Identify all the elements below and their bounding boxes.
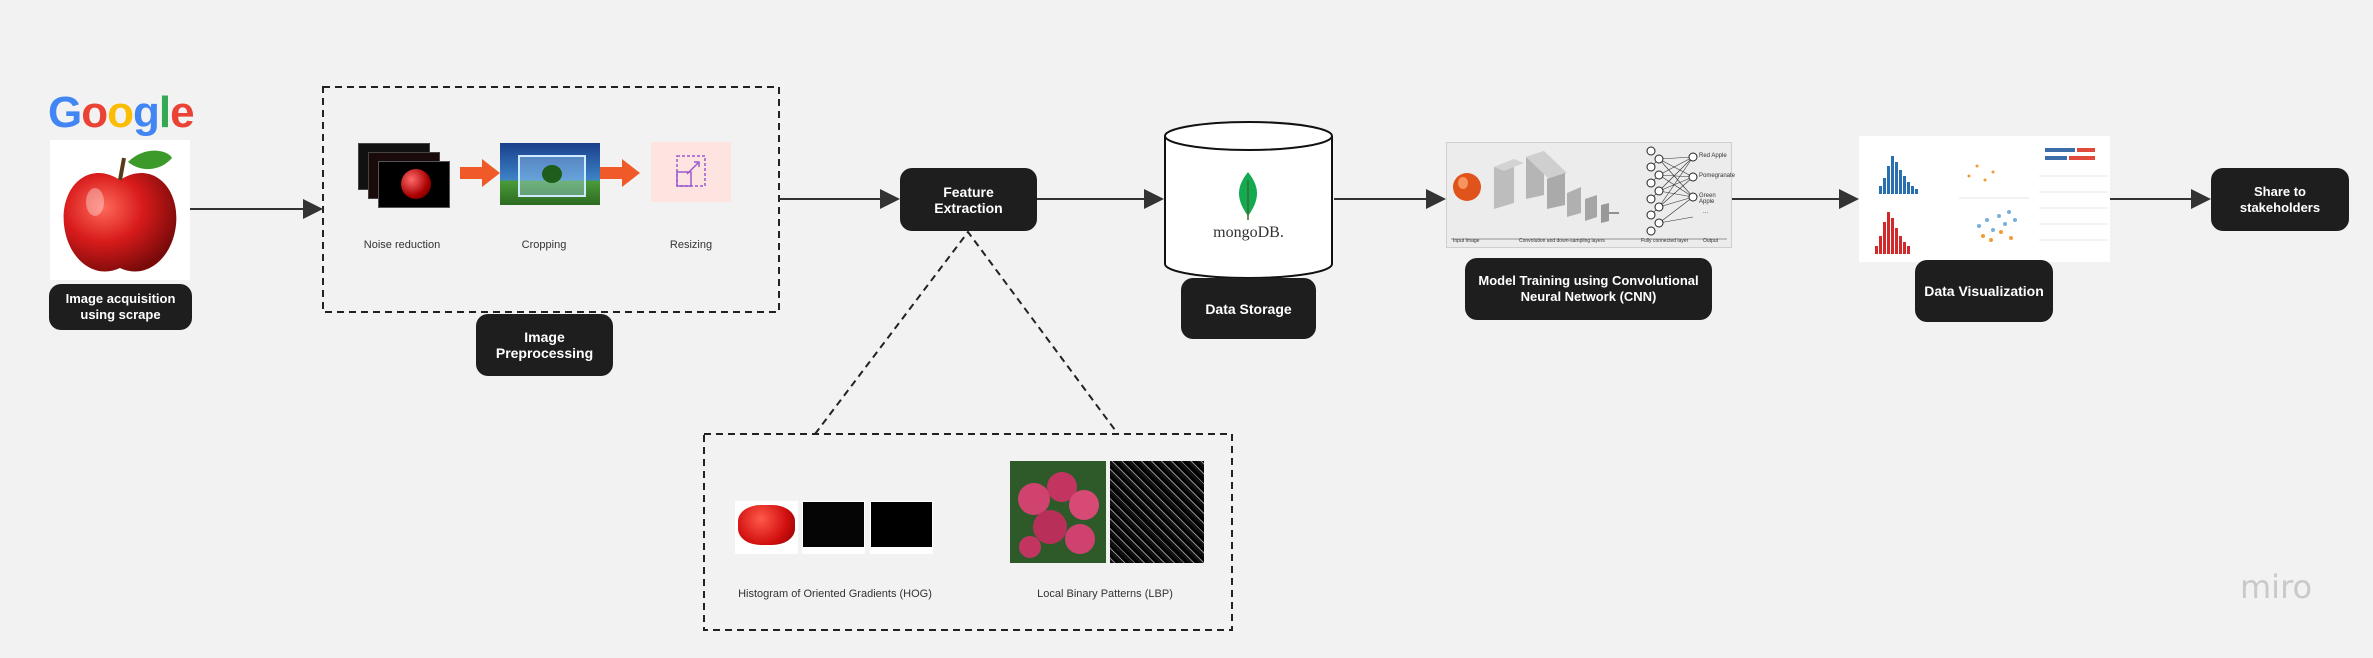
cnn-output-label: Pomegranate — [1699, 173, 1736, 179]
database-cylinder: mongoDB. — [1163, 120, 1334, 280]
cropping-label: Cropping — [521, 239, 567, 251]
hog-tomato-image — [735, 501, 798, 554]
mongodb-leaf-icon — [1238, 172, 1258, 220]
feature-methods-frame — [703, 433, 1233, 631]
google-letter: o — [81, 88, 108, 137]
hog-gradient-image — [802, 501, 865, 554]
preprocessing-node[interactable]: Image Preprocessing — [476, 314, 613, 376]
lbp-lychee-image — [1010, 461, 1106, 563]
dashboard-image — [1859, 136, 2110, 262]
google-letter: l — [158, 88, 171, 137]
cnn-output-label: ... — [1703, 209, 1709, 215]
cnn-bottom-label: Convolution and down-sampling layers — [1519, 238, 1605, 244]
mongodb-label: mongoDB. — [1213, 224, 1284, 241]
google-logo: Google — [48, 88, 195, 138]
cnn-bottom-label: Output — [1703, 238, 1719, 244]
cnn-bottom-label: Fully connected layer — [1641, 238, 1689, 244]
google-letter: g — [133, 88, 160, 137]
cnn-output-label: Green Apple — [1699, 193, 1716, 205]
hog-label: Histogram of Oriented Gradients (HOG) — [738, 588, 932, 600]
resizing-label: Resizing — [669, 239, 713, 251]
lbp-pattern-image — [1110, 461, 1204, 563]
google-letter: G — [48, 88, 82, 137]
arrow-right-icon — [600, 159, 640, 187]
google-letter: o — [107, 88, 134, 137]
google-letter: e — [170, 88, 195, 137]
apple-image — [50, 140, 190, 280]
lbp-label: Local Binary Patterns (LBP) — [1037, 588, 1173, 600]
acquisition-node[interactable]: Image acquisition using scrape — [49, 284, 192, 330]
model-training-node[interactable]: Model Training using Convolutional Neura… — [1465, 258, 1712, 320]
noise-reduction-label: Noise reduction — [363, 239, 441, 251]
cnn-architecture-image: Red Apple Pomegranate Green Apple ... In… — [1446, 142, 1736, 248]
feature-extraction-node[interactable]: Feature Extraction — [900, 168, 1037, 231]
hog-feature-image — [870, 501, 933, 554]
resize-icon — [651, 142, 731, 202]
noise-reduction-image — [358, 143, 450, 208]
cnn-output-label: Red Apple — [1699, 153, 1727, 159]
share-node[interactable]: Share to stakeholders — [2211, 168, 2349, 231]
cropping-image — [500, 143, 600, 205]
cnn-bottom-label: Input Image — [1453, 238, 1480, 244]
data-storage-node[interactable]: Data Storage — [1181, 278, 1316, 339]
feature-callout — [814, 230, 1119, 435]
data-visualization-node[interactable]: Data Visualization — [1915, 260, 2053, 322]
miro-watermark: miro — [2240, 568, 2313, 606]
arrow-right-icon — [460, 159, 500, 187]
